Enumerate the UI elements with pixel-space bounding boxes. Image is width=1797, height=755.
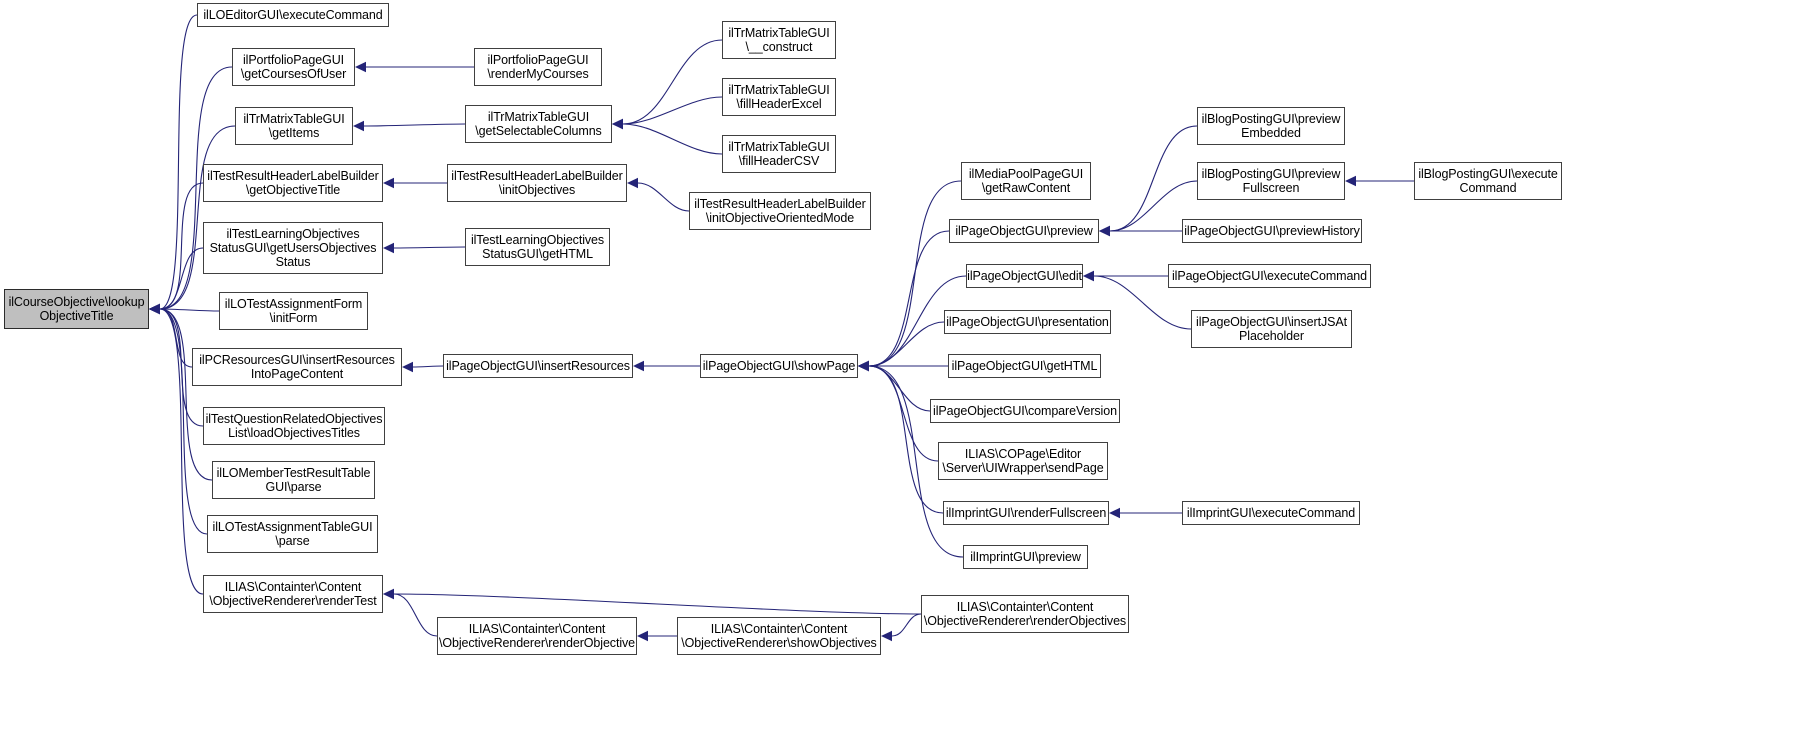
graph-edge-trmatrix_csv-to-trmatrix_cols (622, 123, 723, 155)
graph-node-root[interactable]: ilCourseObjective\lookup ObjectiveTitle (4, 289, 149, 329)
graph-edge-loeditor-to-root (159, 14, 198, 310)
graph-node-imprint_full[interactable]: ilImprintGUI\renderFullscreen (943, 501, 1109, 525)
graph-edge-pog_present-to-pog_showpage (868, 321, 945, 367)
graph-edge-objrnd_objs-to-objrnd_show (891, 613, 922, 637)
graph-arrowhead-blog_exec-to-blog_full (1345, 175, 1356, 187)
graph-arrowhead-pog_insertres-to-pcres_insert (402, 361, 413, 373)
graph-node-copage_send[interactable]: ILIAS\COPage\Editor \Server\UIWrapper\se… (938, 442, 1108, 480)
graph-node-trmatrix_items[interactable]: ilTrMatrixTableGUI \getItems (235, 107, 353, 145)
graph-node-portfolio_get[interactable]: ilPortfolioPageGUI \getCoursesOfUser (232, 48, 355, 86)
graph-edge-lotat_parse-to-root (159, 308, 208, 535)
graph-node-pcres_insert[interactable]: ilPCResourcesGUI\insertResources IntoPag… (192, 348, 402, 386)
graph-edge-copage_send-to-pog_showpage (868, 365, 939, 462)
graph-edge-lotaf_init-to-root (159, 308, 220, 312)
graph-edge-trhlb_oom-to-trhlb_init (637, 182, 690, 212)
graph-edge-lomtrt_parse-to-root (159, 308, 213, 481)
graph-node-pog_compare[interactable]: ilPageObjectGUI\compareVersion (930, 399, 1120, 423)
graph-arrowhead-pog_insertjs-to-pog_edit (1083, 270, 1094, 282)
graph-edge-portfolio_get-to-root (159, 66, 233, 310)
graph-arrowhead-pog_showpage-to-pog_insertres (633, 360, 644, 372)
graph-node-pog_insertjs[interactable]: ilPageObjectGUI\insertJSAt Placeholder (1191, 310, 1352, 348)
graph-node-objrnd_test[interactable]: ILIAS\Containter\Content \ObjectiveRende… (203, 575, 383, 613)
graph-node-trmatrix_cols[interactable]: ilTrMatrixTableGUI \getSelectableColumns (465, 105, 612, 143)
graph-edge-trmatrix_ctor-to-trmatrix_cols (622, 39, 723, 125)
graph-edge-pog_insertjs-to-pog_edit (1093, 275, 1192, 330)
graph-node-pog_prevhist[interactable]: ilPageObjectGUI\previewHistory (1182, 219, 1362, 243)
graph-arrowhead-trmatrix_csv-to-trmatrix_cols (612, 118, 623, 130)
graph-arrowhead-tlos_html-to-tlos_users (383, 242, 394, 254)
graph-node-loeditor[interactable]: ilLOEditorGUI\executeCommand (197, 3, 389, 27)
graph-node-trhlb_title[interactable]: ilTestResultHeaderLabelBuilder \getObjec… (203, 164, 383, 202)
graph-node-portfolio_rndr[interactable]: ilPortfolioPageGUI \renderMyCourses (474, 48, 602, 86)
graph-edge-objrnd_test-to-root (159, 308, 204, 595)
graph-node-lomtrt_parse[interactable]: ilLOMemberTestResultTable GUI\parse (212, 461, 375, 499)
graph-edge-imprint_prev-to-pog_showpage (868, 365, 964, 558)
graph-node-trmatrix_excel[interactable]: ilTrMatrixTableGUI \fillHeaderExcel (722, 78, 836, 116)
graph-node-imprint_prev[interactable]: ilImprintGUI\preview (963, 545, 1088, 569)
graph-node-pog_gethtml[interactable]: ilPageObjectGUI\getHTML (948, 354, 1101, 378)
graph-arrowhead-objrnd_show-to-objrnd_obj (637, 630, 648, 642)
graph-arrowhead-objrnd_objs-to-objrnd_show (881, 630, 892, 642)
graph-node-mediapool_raw[interactable]: ilMediaPoolPageGUI \getRawContent (961, 162, 1091, 200)
graph-node-objrnd_obj[interactable]: ILIAS\Containter\Content \ObjectiveRende… (437, 617, 637, 655)
graph-node-objrnd_objs[interactable]: ILIAS\Containter\Content \ObjectiveRende… (921, 595, 1129, 633)
graph-node-blog_full[interactable]: ilBlogPostingGUI\preview Fullscreen (1197, 162, 1345, 200)
graph-arrowhead-trhlb_oom-to-trhlb_init (627, 177, 638, 189)
graph-arrowhead-objrnd_test-to-root (149, 303, 160, 315)
graph-node-lotaf_init[interactable]: ilLOTestAssignmentForm \initForm (219, 292, 368, 330)
graph-node-trmatrix_csv[interactable]: ilTrMatrixTableGUI \fillHeaderCSV (722, 135, 836, 173)
graph-edge-imprint_full-to-pog_showpage (868, 365, 944, 514)
graph-edge-trmatrix_excel-to-trmatrix_cols (622, 96, 723, 125)
graph-edge-blog_full-to-pog_preview (1109, 180, 1198, 232)
graph-node-tlos_html[interactable]: ilTestLearningObjectives StatusGUI\getHT… (465, 228, 610, 266)
graph-edge-tlos_html-to-tlos_users (393, 246, 466, 249)
graph-node-pog_edit[interactable]: ilPageObjectGUI\edit (966, 264, 1083, 288)
graph-node-imprint_exec[interactable]: ilImprintGUI\executeCommand (1182, 501, 1360, 525)
graph-edge-pog_insertres-to-pcres_insert (412, 365, 444, 368)
graph-arrowhead-trmatrix_cols-to-trmatrix_items (353, 120, 364, 132)
graph-edge-pog_preview-to-pog_showpage (868, 230, 950, 367)
graph-node-objrnd_show[interactable]: ILIAS\Containter\Content \ObjectiveRende… (677, 617, 881, 655)
graph-arrowhead-trhlb_init-to-trhlb_title (383, 177, 394, 189)
graph-node-pog_insertres[interactable]: ilPageObjectGUI\insertResources (443, 354, 633, 378)
graph-node-pog_showpage[interactable]: ilPageObjectGUI\showPage (700, 354, 858, 378)
graph-node-tlos_users[interactable]: ilTestLearningObjectives StatusGUI\getUs… (203, 222, 383, 274)
graph-arrowhead-portfolio_rndr-to-portfolio_get (355, 61, 366, 73)
graph-arrowhead-imprint_exec-to-imprint_full (1109, 507, 1120, 519)
graph-edge-objrnd_obj-to-objrnd_test (393, 593, 438, 637)
graph-edge-trhlb_title-to-root (159, 182, 204, 310)
graph-node-trhlb_oom[interactable]: ilTestResultHeaderLabelBuilder \initObje… (689, 192, 871, 230)
graph-arrowhead-pog_prevhist-to-pog_preview (1099, 225, 1110, 237)
graph-edge-blog_embed-to-pog_preview (1109, 125, 1198, 232)
graph-edge-tlos_users-to-root (159, 247, 204, 310)
graph-node-trhlb_init[interactable]: ilTestResultHeaderLabelBuilder \initObje… (447, 164, 627, 202)
graph-node-blog_exec[interactable]: ilBlogPostingGUI\execute Command (1414, 162, 1562, 200)
graph-edge-trmatrix_items-to-root (159, 125, 236, 310)
graph-arrowhead-imprint_prev-to-pog_showpage (858, 360, 869, 372)
graph-node-pog_exec[interactable]: ilPageObjectGUI\executeCommand (1168, 264, 1371, 288)
graph-edge-trmatrix_cols-to-trmatrix_items (363, 123, 466, 127)
graph-node-pog_preview[interactable]: ilPageObjectGUI\preview (949, 219, 1099, 243)
graph-node-tqrol_load[interactable]: ilTestQuestionRelatedObjectives List\loa… (203, 407, 385, 445)
graph-edge-objrnd_objs-to-objrnd_test (393, 593, 922, 615)
graph-node-pog_present[interactable]: ilPageObjectGUI\presentation (944, 310, 1111, 334)
graph-arrowhead-objrnd_obj-to-objrnd_test (383, 588, 394, 600)
graph-node-lotat_parse[interactable]: ilLOTestAssignmentTableGUI \parse (207, 515, 378, 553)
graph-node-trmatrix_ctor[interactable]: ilTrMatrixTableGUI \__construct (722, 21, 836, 59)
graph-node-blog_embed[interactable]: ilBlogPostingGUI\preview Embedded (1197, 107, 1345, 145)
